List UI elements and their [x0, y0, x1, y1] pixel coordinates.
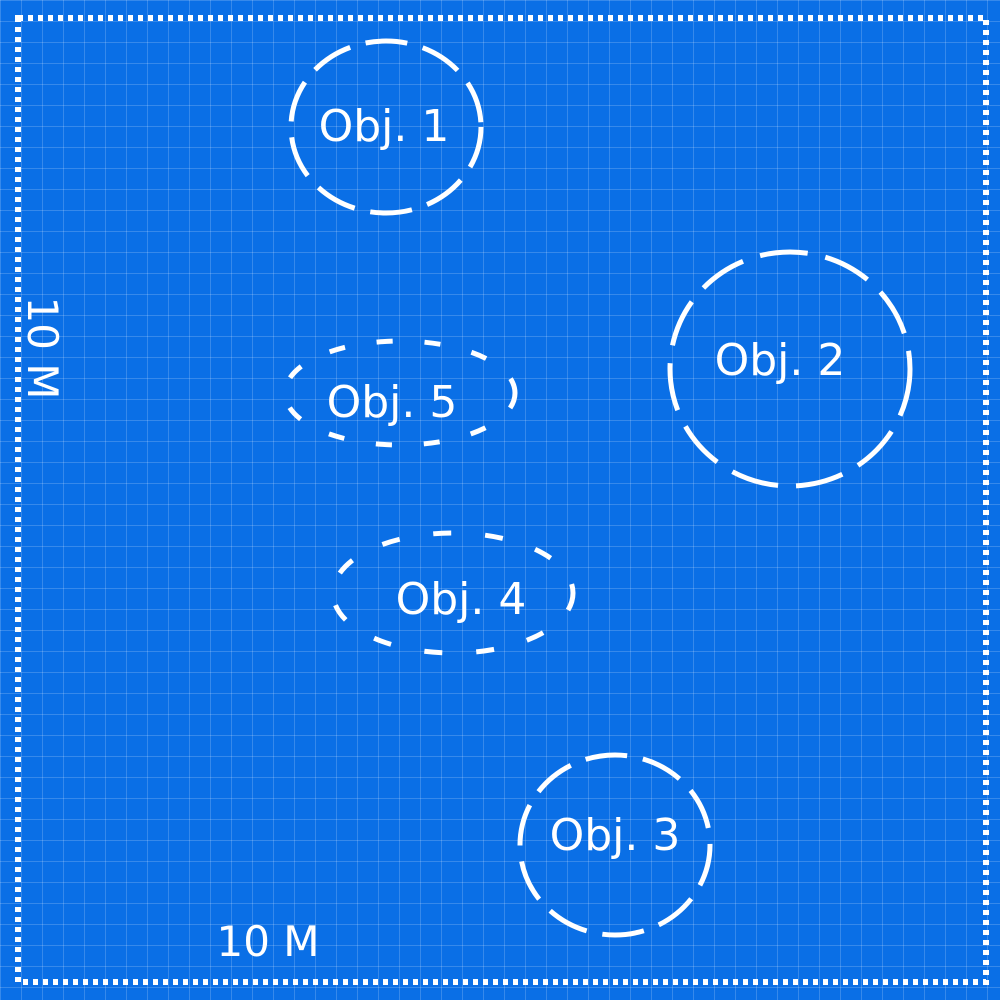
object-2: Obj. 2 [667, 249, 913, 489]
object-1-label: Obj. 1 [319, 101, 450, 152]
object-1: Obj. 1 [288, 38, 484, 216]
object-4-outline [330, 530, 576, 656]
object-5: Obj. 5 [282, 338, 518, 448]
vertical-scale-label: 10 M [18, 296, 67, 399]
horizontal-scale-label: 10 M [216, 917, 319, 966]
object-4-label: Obj. 4 [396, 574, 527, 625]
object-4: Obj. 4 [330, 530, 576, 656]
object-2-outline [667, 249, 913, 489]
object-5-label: Obj. 5 [327, 377, 458, 428]
object-2-label: Obj. 2 [715, 335, 846, 386]
area-boundary [15, 15, 989, 985]
object-3-label: Obj. 3 [550, 810, 681, 861]
object-1-outline [288, 38, 484, 216]
object-3-outline [517, 752, 713, 938]
object-3: Obj. 3 [517, 752, 713, 938]
object-5-outline [282, 338, 518, 448]
